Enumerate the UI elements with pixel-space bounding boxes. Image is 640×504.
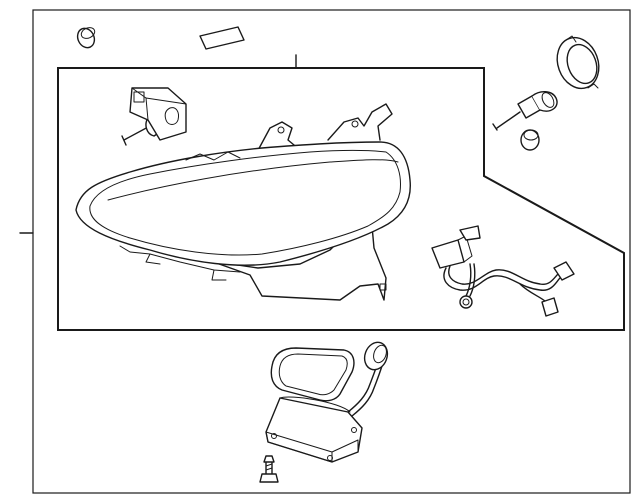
headlamp-assembly-part	[75, 103, 411, 301]
socket-cap-part	[556, 35, 600, 90]
mounting-bolt-part	[259, 455, 279, 483]
leveling-motor-part	[121, 87, 187, 146]
assembly-boundary	[57, 67, 625, 331]
bulb-cap-part	[520, 129, 540, 151]
small-cap-part	[76, 27, 96, 49]
ballast-gasket-part	[270, 347, 355, 402]
wiring-harness-part	[431, 225, 575, 317]
outer-frame	[32, 9, 631, 494]
bulb-part	[492, 91, 558, 131]
ballast-module-part	[265, 341, 389, 463]
label-sticker-part	[199, 26, 245, 50]
